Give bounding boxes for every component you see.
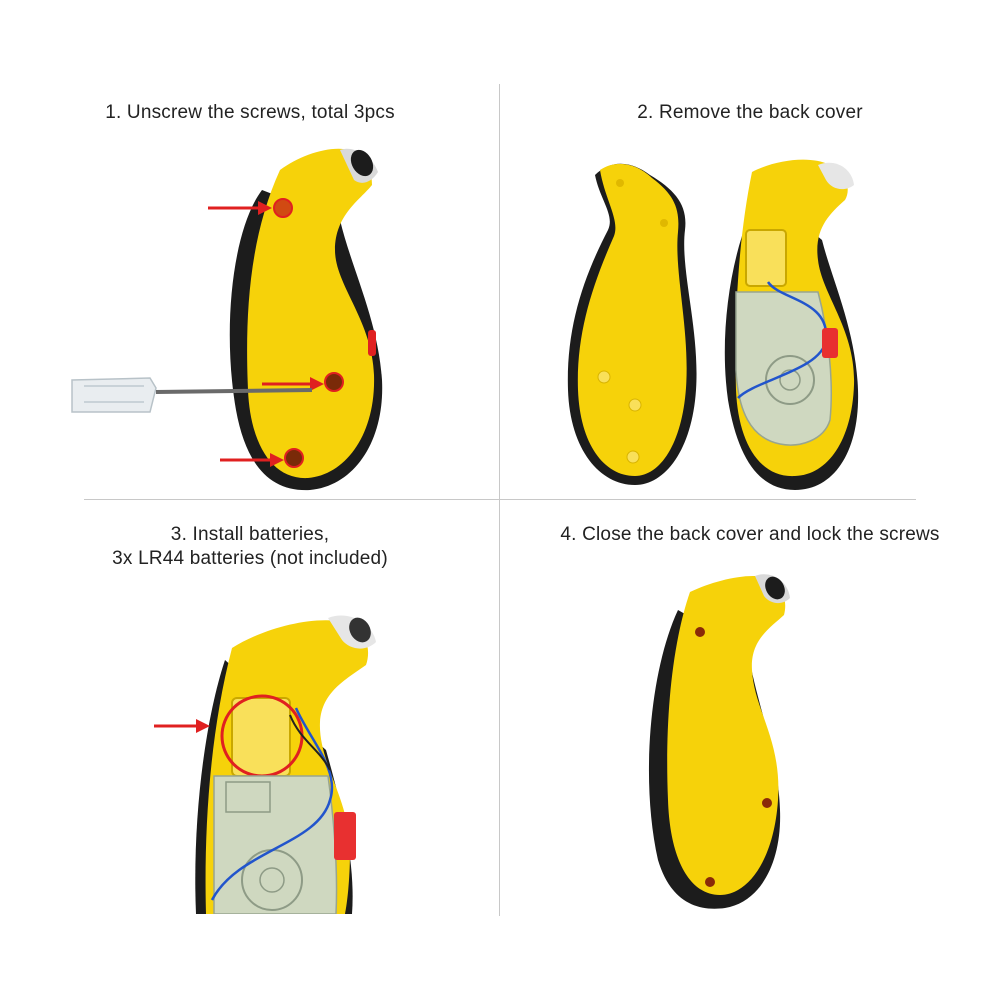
step-panel-3: 3. Install batteries, 3x LR44 batteries … (0, 500, 500, 1000)
circuit-board (213, 775, 338, 914)
step-3-illustration (154, 615, 376, 914)
connector (822, 328, 838, 358)
screw-hole-icon (284, 448, 304, 468)
circuit-board (735, 291, 832, 446)
battery-compartment-icon (745, 229, 787, 287)
step-panel-1: 1. Unscrew the screws, total 3pcs (0, 0, 500, 500)
screwdriver-icon (71, 377, 313, 413)
step-1-caption: 1. Unscrew the screws, total 3pcs (0, 101, 500, 125)
step-1-caption-text: 1. Unscrew the screws, total 3pcs (105, 102, 395, 123)
step-2-caption: 2. Remove the back cover (500, 101, 1000, 125)
sensor-lens-icon (350, 149, 374, 177)
screw-hole-icon (705, 877, 715, 887)
vertical-divider (499, 84, 500, 916)
connector (334, 812, 356, 860)
red-arrow-icon (220, 453, 284, 467)
screw-hole-icon (324, 372, 344, 392)
step-2-illustration (567, 159, 859, 490)
sensor-lens-icon (765, 576, 785, 600)
step-panel-4: 4. Close the back cover and lock the scr… (500, 500, 1000, 1000)
device-body (247, 148, 375, 479)
step-4-caption: 4. Close the back cover and lock the scr… (500, 523, 1000, 547)
screw-hole-icon (273, 198, 293, 218)
red-arrow-icon (262, 377, 324, 391)
horizontal-divider (84, 499, 916, 500)
step-4-caption-text: 4. Close the back cover and lock the scr… (560, 524, 940, 545)
red-arrow-icon (154, 719, 210, 733)
screw-hole-icon (695, 627, 705, 637)
step-3-caption: 3. Install batteries, 3x LR44 batteries … (0, 523, 500, 571)
device-body (667, 575, 786, 895)
battery-compartment-icon (231, 697, 291, 777)
step-2-caption-text: 2. Remove the back cover (637, 102, 863, 123)
step-3-caption-line-1: 3. Install batteries, (170, 524, 330, 545)
red-arrow-icon (208, 201, 272, 215)
step-4-illustration (648, 574, 790, 909)
step-panel-2: 2. Remove the back cover (500, 0, 1000, 500)
step-3-caption-line-2: 3x LR44 batteries (not included) (112, 548, 388, 569)
step-1-illustration (71, 148, 383, 491)
back-cover (577, 163, 687, 476)
screw-hole-icon (762, 798, 772, 808)
sensor-lens-icon (349, 617, 371, 643)
